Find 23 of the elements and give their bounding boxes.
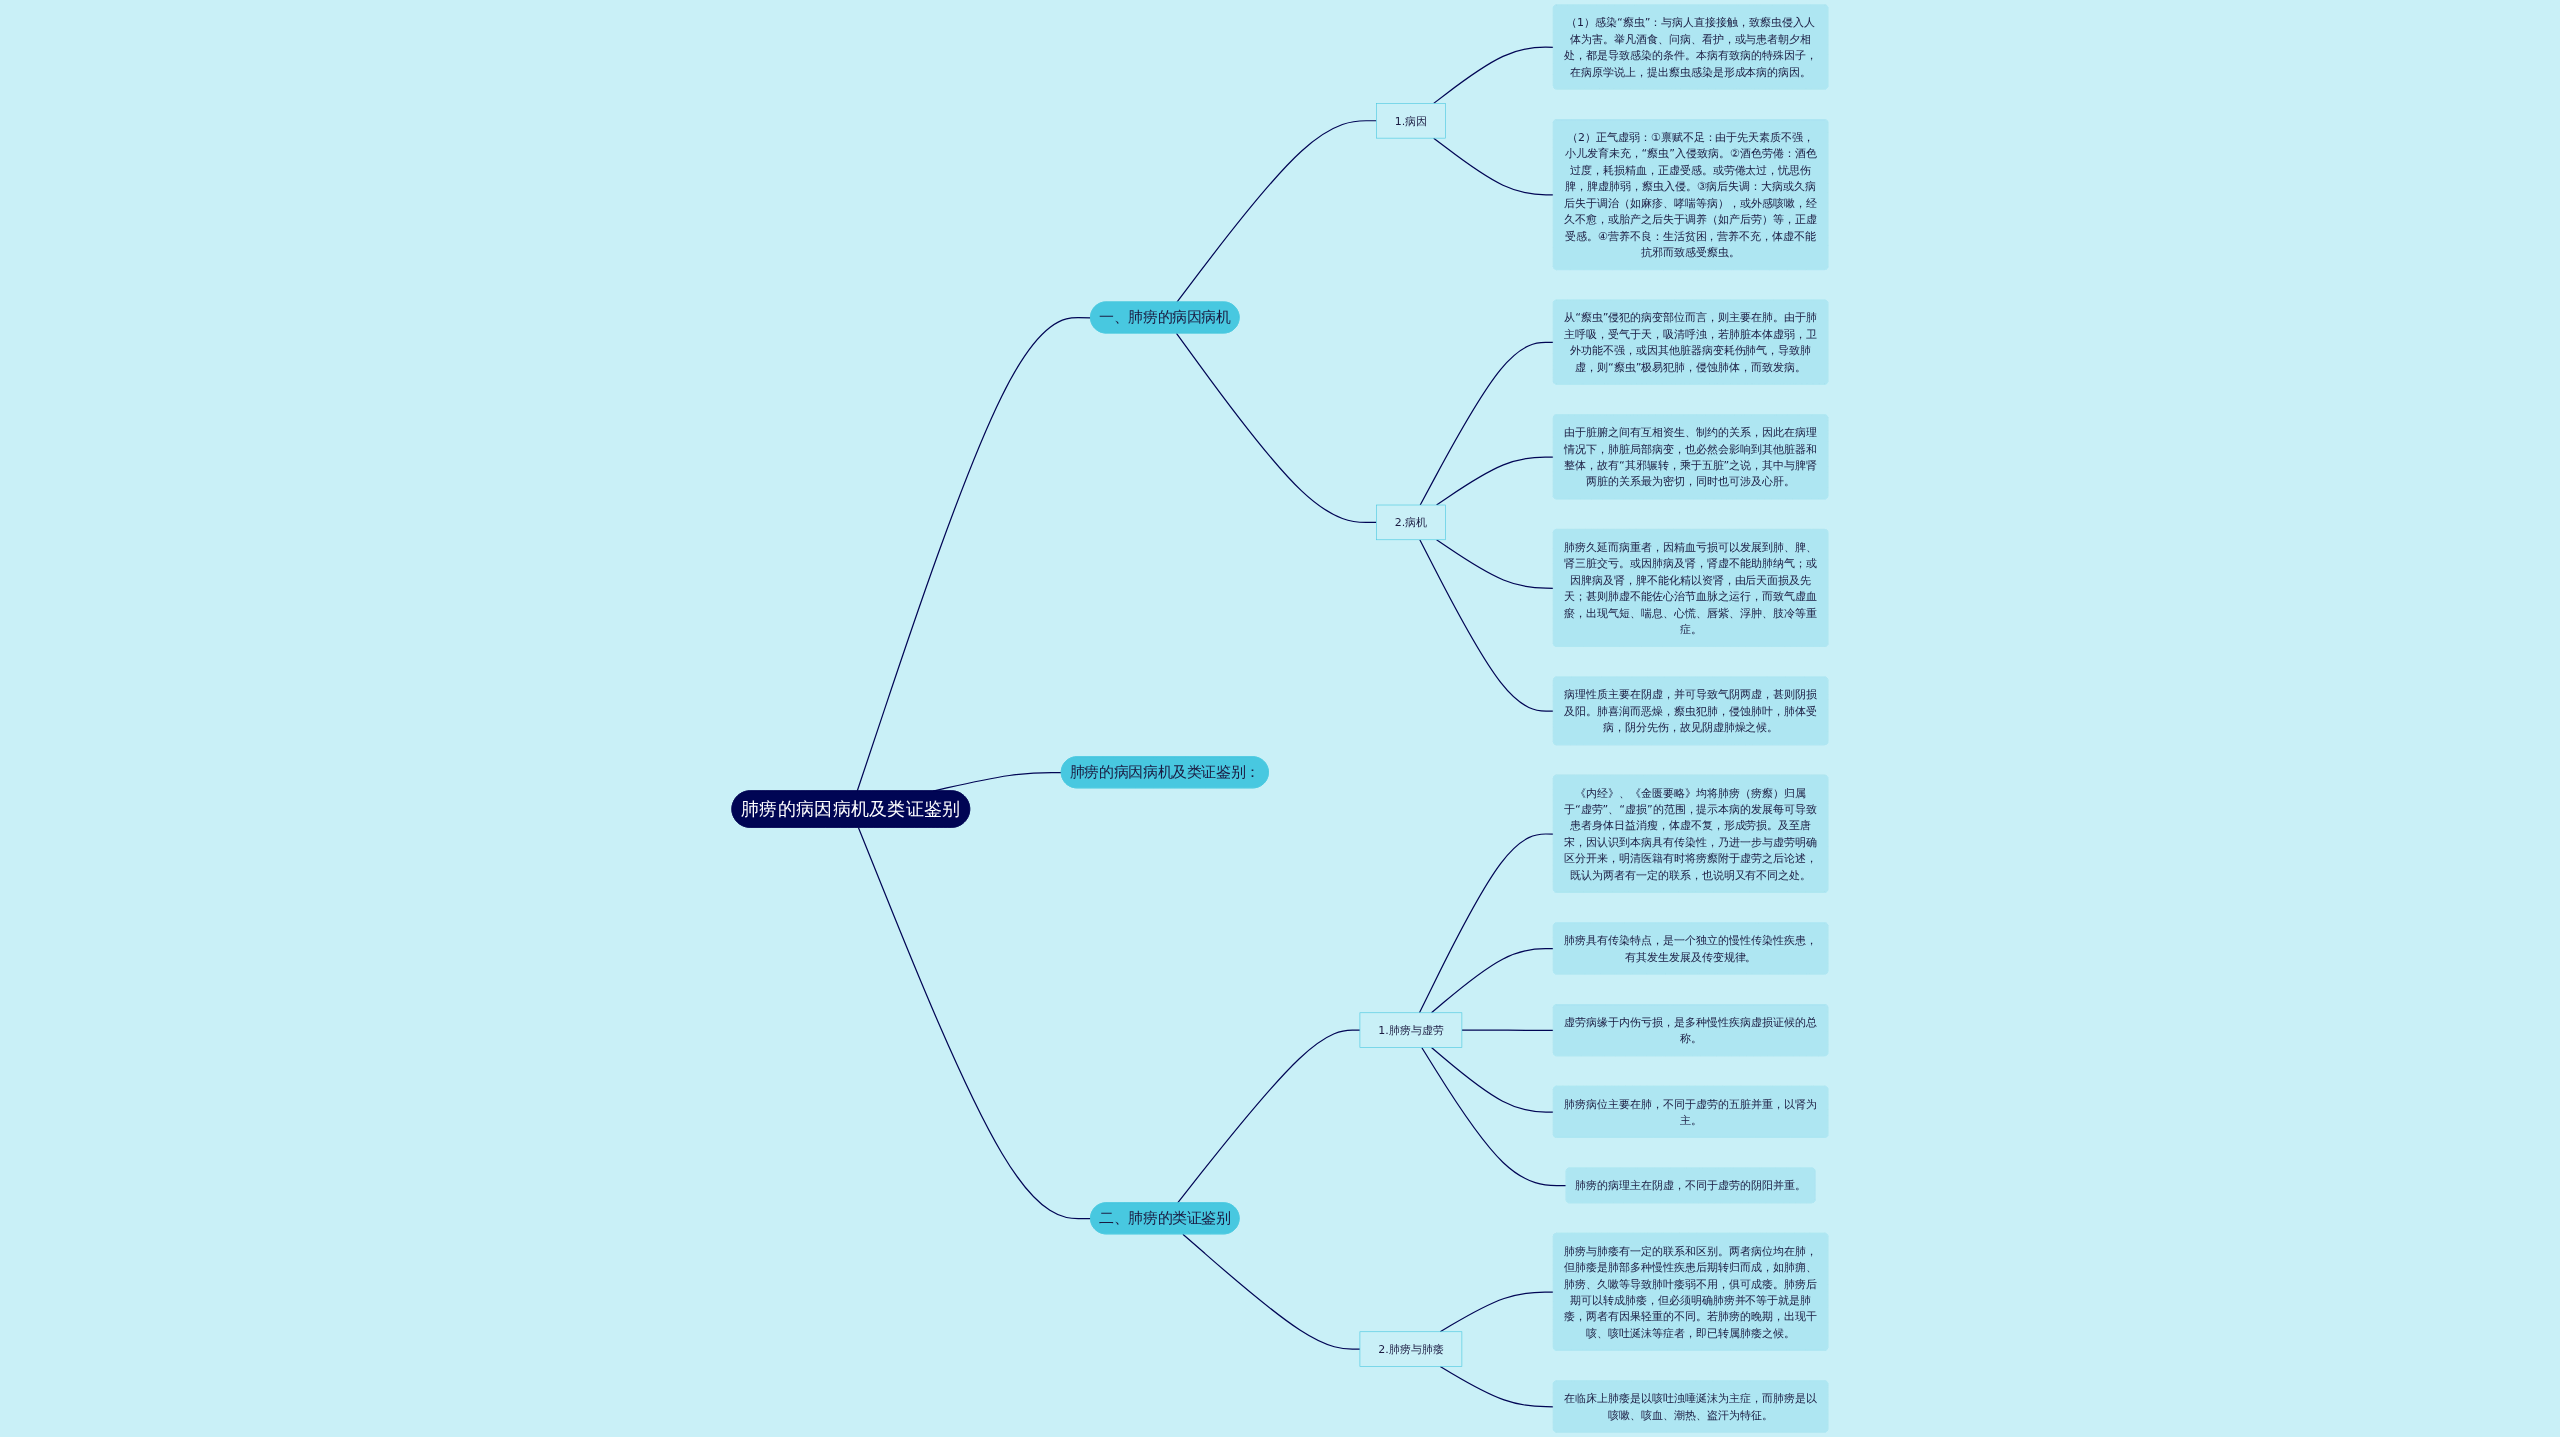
connector bbox=[1439, 1365, 1555, 1408]
connector bbox=[858, 827, 1092, 1220]
connector bbox=[856, 317, 1092, 792]
connector bbox=[1436, 456, 1555, 506]
connector bbox=[1182, 1233, 1361, 1350]
connector bbox=[1433, 137, 1555, 196]
connector bbox=[1176, 120, 1378, 303]
connector bbox=[1431, 948, 1555, 1014]
connector bbox=[1439, 1291, 1555, 1333]
connector bbox=[1436, 539, 1555, 589]
node-box: 1.肺痨与虚劳 bbox=[1359, 1012, 1463, 1048]
node-box: 1.病因 bbox=[1376, 103, 1446, 139]
connector bbox=[1431, 1046, 1555, 1113]
connector bbox=[1419, 341, 1555, 506]
connector bbox=[1419, 539, 1555, 712]
connector bbox=[1419, 833, 1555, 1014]
node-box: 2.肺痨与肺痿 bbox=[1359, 1331, 1463, 1367]
connector bbox=[1177, 1029, 1361, 1204]
connector bbox=[1176, 332, 1378, 523]
connector bbox=[1461, 1029, 1555, 1032]
connector bbox=[1421, 1046, 1568, 1187]
node-box: 2.病机 bbox=[1376, 504, 1446, 541]
connector bbox=[1433, 46, 1555, 104]
